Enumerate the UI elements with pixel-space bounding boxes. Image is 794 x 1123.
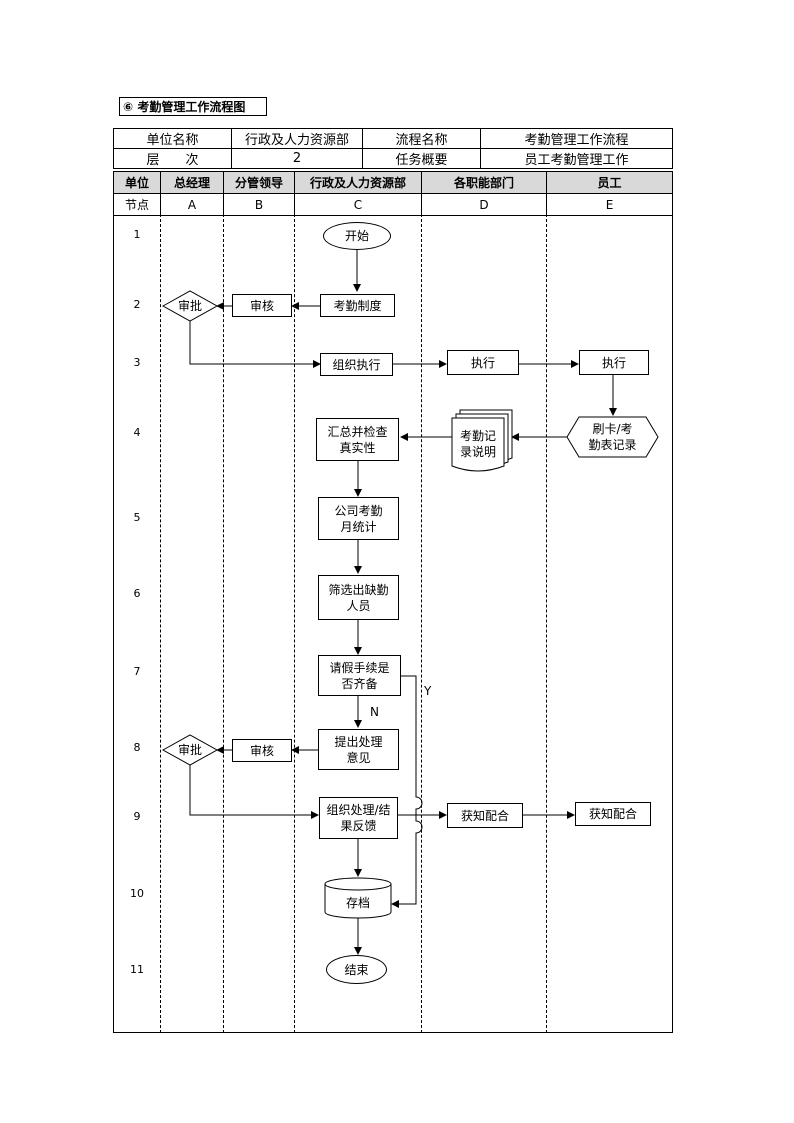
approve-decision-shape-row8: [161, 734, 219, 766]
node-header-label: 节点: [113, 193, 161, 216]
task-summary-value: 员工考勤管理工作: [480, 148, 673, 169]
archive-cylinder-shape: [324, 877, 392, 919]
info-table: 单位名称 行政及人力资源部 流程名称 考勤管理工作流程 层 次 2 任务概要 员…: [113, 128, 673, 169]
start-terminal: 开始: [323, 222, 391, 250]
row-number: 1: [133, 228, 141, 241]
level-label: 层 次: [113, 148, 232, 169]
card-record-hexagon: [566, 416, 659, 458]
notify-cooperate-employee: 获知配合: [575, 802, 651, 826]
attendance-document-node: 考勤记录说明: [459, 429, 496, 459]
flow-name-value: 考勤管理工作流程: [480, 128, 673, 149]
row-number: 6: [133, 587, 141, 600]
branch-no-label: N: [370, 705, 379, 719]
attendance-policy-node: 考勤制度: [320, 294, 395, 317]
flow-area-frame: [113, 214, 673, 1033]
unit-header-label: 单位: [113, 171, 161, 194]
row-number: 9: [133, 810, 141, 823]
lane-header-b: 分管领导: [223, 171, 295, 194]
lane-divider: [546, 214, 547, 1033]
summarize-verify-node: 汇总并检查真实性: [316, 418, 399, 461]
arrow-approve-to-organize: [189, 318, 321, 368]
execute-node-departments: 执行: [447, 350, 519, 375]
document-stack-shape: [451, 409, 513, 472]
approve-node-row2: 审批: [177, 299, 202, 313]
swimlane-header: 单位 总经理 分管领导 行政及人力资源部 各职能部门 员工 节点 A B C D…: [113, 171, 673, 216]
row-number: 5: [133, 511, 141, 524]
filter-absentees-node: 筛选出缺勤人员: [318, 575, 399, 620]
lane-letter-e: E: [546, 193, 673, 216]
lane-letter-b: B: [223, 193, 295, 216]
row-number: 10: [130, 887, 144, 900]
branch-yes-label: Y: [424, 684, 432, 698]
document-title: ⑥ 考勤管理工作流程图: [119, 97, 267, 116]
review-node-row2: 审核: [232, 294, 292, 317]
lane-divider: [160, 214, 161, 1033]
approve-node-row8: 审批: [177, 743, 202, 757]
arrow-approve-to-handle: [189, 762, 319, 819]
notify-cooperate-departments: 获知配合: [447, 803, 523, 828]
organize-execution-node: 组织执行: [320, 353, 393, 376]
row-number: 3: [133, 356, 141, 369]
propose-handling-node: 提出处理意见: [318, 729, 399, 770]
row-number: 2: [133, 298, 141, 311]
row-number: 8: [133, 741, 141, 754]
lane-header-a: 总经理: [160, 171, 224, 194]
handle-feedback-node: 组织处理/结果反馈: [319, 797, 398, 839]
lane-divider: [294, 214, 295, 1033]
approve-decision-shape-row2: [161, 290, 219, 322]
execute-node-employee: 执行: [579, 350, 649, 375]
end-terminal: 结束: [326, 955, 387, 984]
leave-check-decision-node: 请假手续是否齐备: [318, 655, 401, 696]
row-number: 7: [133, 665, 141, 678]
row-number: 11: [130, 963, 144, 976]
lane-header-d: 各职能部门: [421, 171, 547, 194]
arrow-leave-check-yes: [391, 675, 423, 908]
row-number: 4: [133, 426, 141, 439]
lane-letter-a: A: [160, 193, 224, 216]
card-attendance-record-node: 刷卡/考勤表记录: [588, 422, 637, 452]
lane-divider: [223, 214, 224, 1033]
lane-divider: [421, 214, 422, 1033]
monthly-statistics-node: 公司考勤月统计: [318, 497, 399, 540]
lane-header-e: 员工: [546, 171, 673, 194]
review-node-row8: 审核: [232, 739, 292, 762]
archive-node: 存档: [345, 896, 370, 910]
